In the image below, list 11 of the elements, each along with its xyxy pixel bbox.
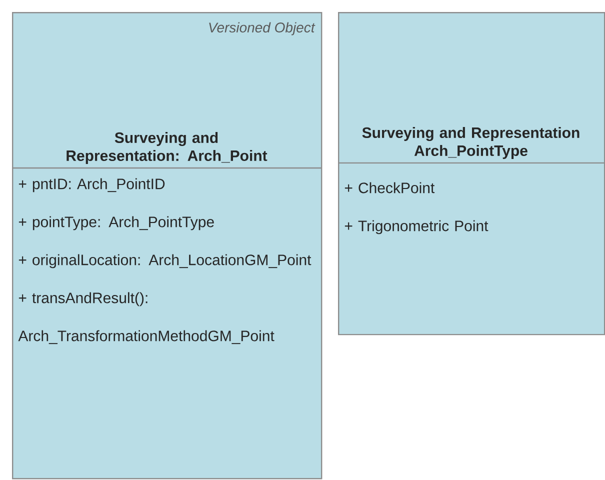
attribute-text: + originalLocation: Arch_LocationGM_Point xyxy=(18,254,312,268)
attribute-text: + Trigonometric Point xyxy=(344,220,488,234)
attribute-text: + CheckPoint xyxy=(344,182,435,194)
attribute-text: + transAndResult(): Arch_TransformationMethodGM_Point xyxy=(18,292,274,344)
attribute-text: + pointType: Arch_PointType xyxy=(18,216,214,230)
class-box xyxy=(338,12,605,336)
class-box xyxy=(12,12,322,480)
attribute-text: + pntID: Arch_PointID xyxy=(18,178,165,192)
stereotype-label: Versioned Object xyxy=(209,22,316,36)
class-name: Surveying and Representation: Arch_Point xyxy=(66,132,268,164)
class-name: Surveying and Representation Arch_PointType xyxy=(362,127,580,159)
